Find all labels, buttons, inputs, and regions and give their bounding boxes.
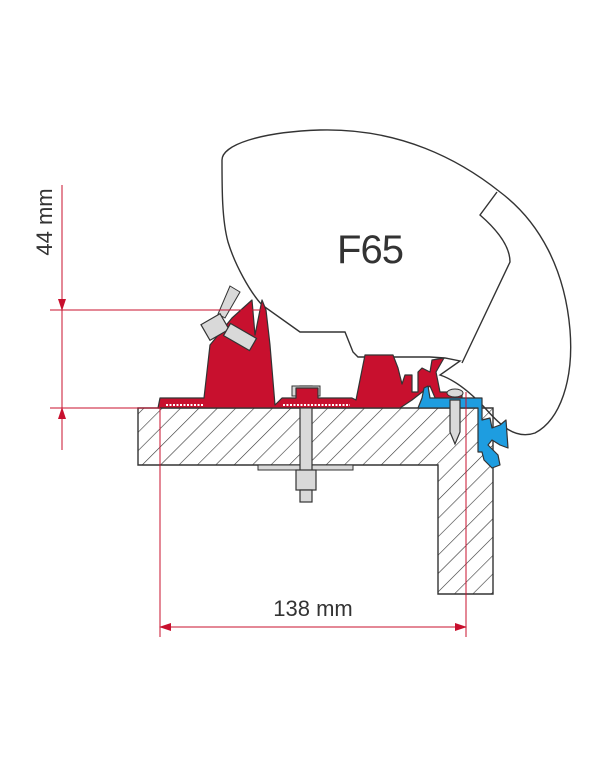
vertical-dimension-label: 44 mm (32, 188, 57, 255)
wall-rail (417, 385, 509, 469)
vertical-dimension: 44 mm (32, 185, 265, 450)
wall-section (137, 407, 494, 595)
awning-housing: F65 (221, 129, 572, 436)
horizontal-dimension-label: 138 mm (273, 596, 352, 621)
awning-model-label: F65 (337, 228, 403, 272)
horizontal-dimension: 138 mm (159, 392, 467, 637)
screw (446, 388, 464, 446)
